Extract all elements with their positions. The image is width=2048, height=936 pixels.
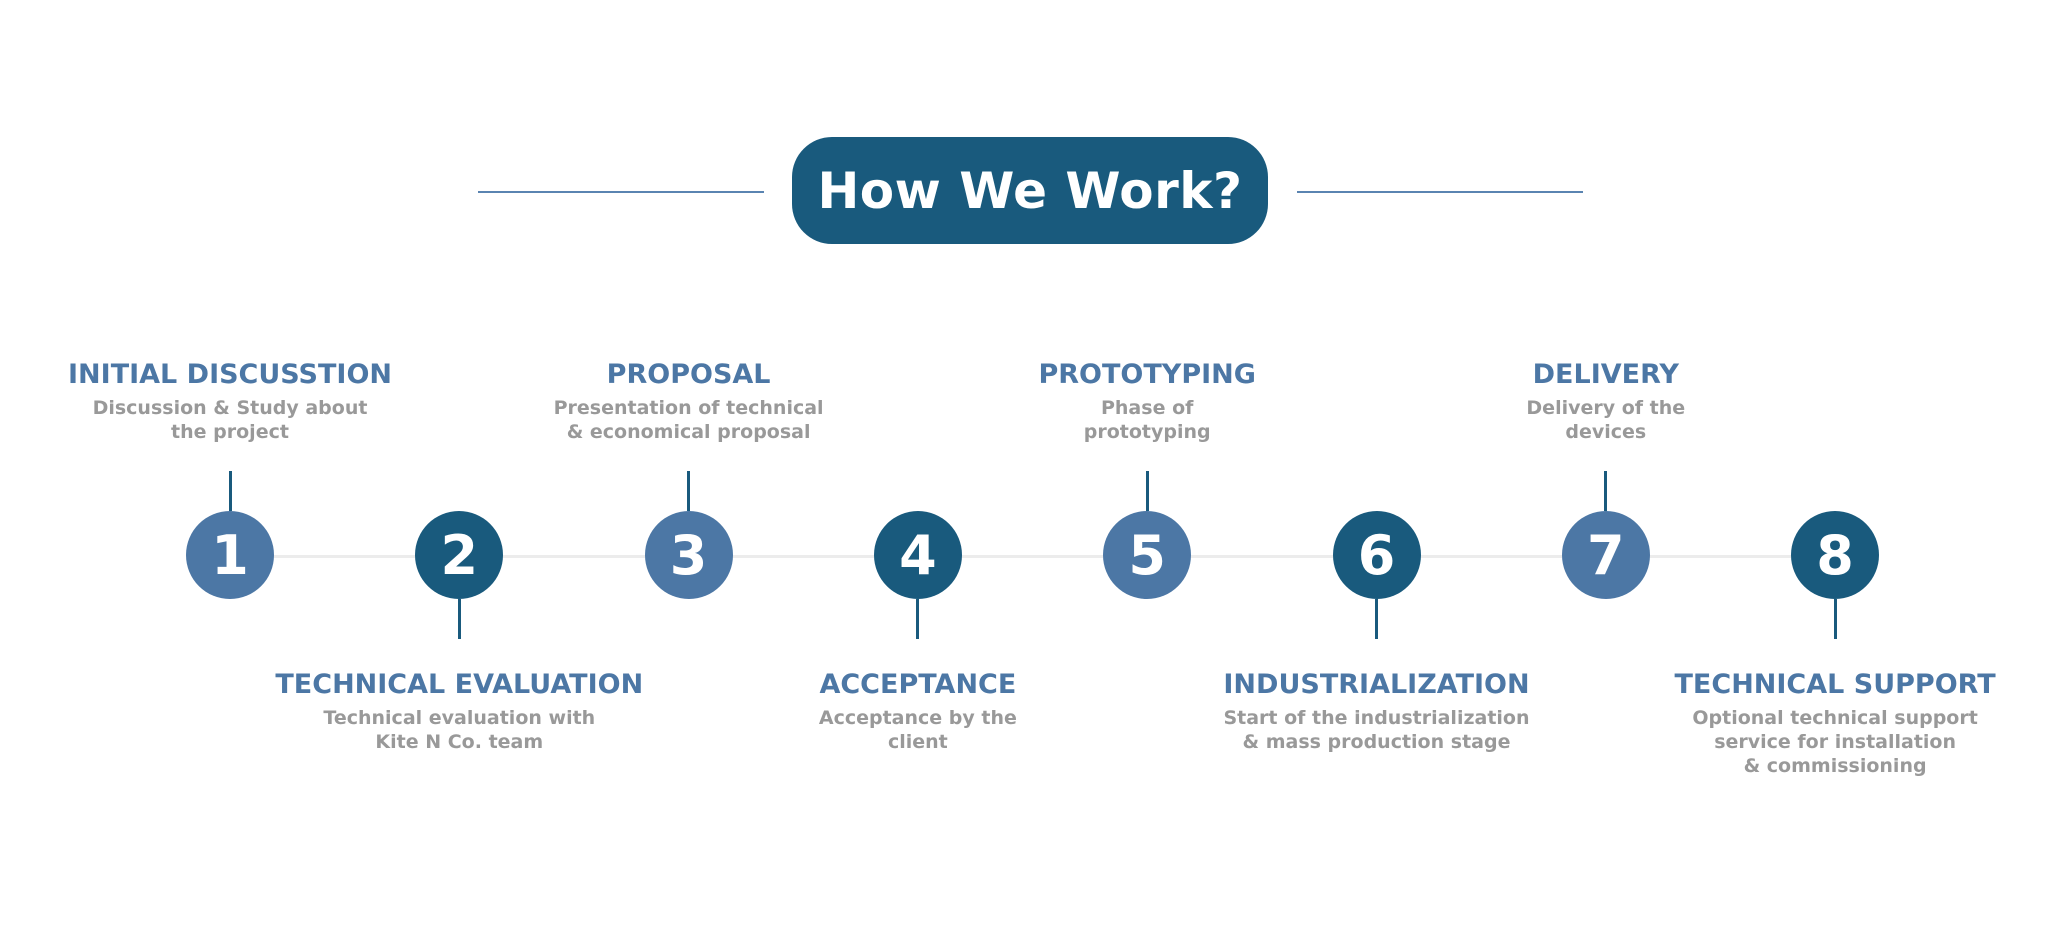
step-6-connector [1375, 599, 1378, 639]
step-4-circle: 4 [873, 511, 962, 599]
step-2-circle: 2 [415, 511, 504, 599]
step-8-circle: 8 [1791, 511, 1880, 599]
step-8-connector [1833, 599, 1837, 639]
step-2-label: TECHNICAL EVALUATION Technical evaluation… [249, 668, 669, 754]
step-2-description: Technical evaluation with Kite N Co. tea… [323, 707, 596, 753]
step-6-description: Start of the industrialization & mass pr… [1223, 707, 1530, 753]
step-1-description: Discussion & Study about the project [92, 397, 368, 443]
step-4-title: ACCEPTANCE [819, 669, 1017, 700]
step-1-circle: 1 [186, 511, 274, 599]
step-5-title: PROTOTYPING [1038, 359, 1256, 390]
timeline-track [230, 555, 1835, 558]
step-5-label: PROTOTYPING Phase of prototyping [937, 358, 1357, 444]
step-2-title: TECHNICAL EVALUATION [275, 669, 644, 700]
step-5-description: Phase of prototyping [1083, 397, 1211, 443]
step-4-connector [916, 599, 920, 639]
step-8-label: TECHNICAL SUPPORT Optional technical supp… [1625, 668, 2045, 778]
step-4-label: ACCEPTANCE Acceptance by the client [708, 668, 1128, 754]
step-3-label: PROPOSAL Presentation of technical & econ… [479, 358, 899, 444]
page-title: How We Work? [792, 137, 1268, 244]
step-8-description: Optional technical support service for i… [1692, 707, 1978, 777]
step-7-label: DELIVERY Delivery of the devices [1396, 358, 1816, 444]
step-7-connector [1604, 471, 1608, 511]
step-6-circle: 6 [1332, 511, 1421, 599]
step-3-title: PROPOSAL [606, 359, 771, 390]
step-2-connector [457, 599, 461, 639]
step-4-description: Acceptance by the client [818, 707, 1017, 753]
step-3-connector [687, 471, 691, 511]
step-3-circle: 3 [644, 511, 733, 599]
step-6-label: INDUSTRIALIZATION Start of the industrial… [1167, 668, 1587, 754]
step-1-connector [228, 471, 232, 511]
header-divider-left [478, 191, 764, 193]
step-5-circle: 5 [1103, 511, 1192, 599]
step-5-connector [1145, 471, 1149, 511]
step-1-label: INITIAL DISCUSSTION Discussion & Study ab… [20, 358, 440, 444]
step-7-title: DELIVERY [1532, 359, 1679, 390]
step-3-description: Presentation of technical & economical p… [553, 397, 824, 443]
step-6-title: INDUSTRIALIZATION [1223, 669, 1530, 700]
step-8-title: TECHNICAL SUPPORT [1674, 669, 1996, 700]
step-1-title: INITIAL DISCUSSTION [68, 359, 392, 390]
step-7-circle: 7 [1561, 511, 1650, 599]
step-7-description: Delivery of the devices [1526, 397, 1686, 443]
header-divider-right [1297, 191, 1583, 193]
